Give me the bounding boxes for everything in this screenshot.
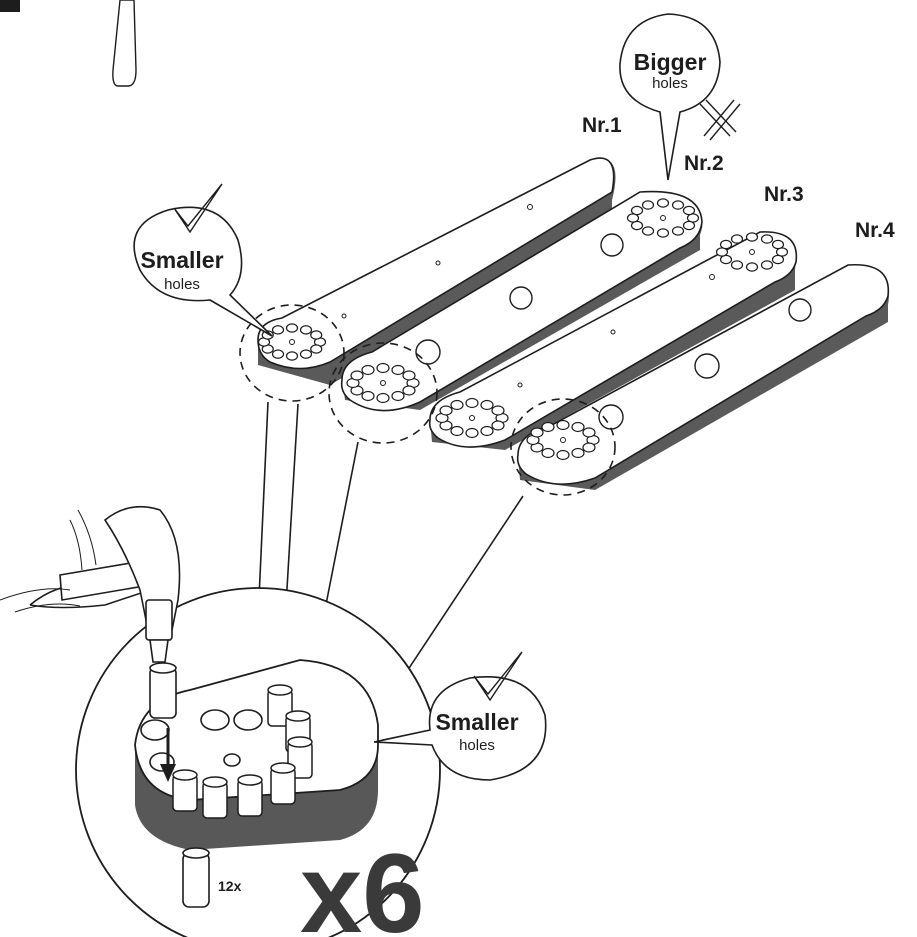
smaller-holes-bubble-bottom: Smaller holes xyxy=(373,676,547,781)
hole xyxy=(582,427,596,438)
hole xyxy=(571,421,585,433)
hole xyxy=(310,344,323,354)
hole xyxy=(299,325,313,335)
svg-text:Smaller: Smaller xyxy=(435,709,518,735)
hammer-icon xyxy=(29,505,181,663)
hole xyxy=(376,362,390,374)
hole xyxy=(719,239,733,250)
hole xyxy=(745,232,759,242)
hole xyxy=(641,200,655,210)
hole xyxy=(465,427,479,439)
check-mark-icon xyxy=(473,651,523,702)
hole xyxy=(541,447,555,459)
hole xyxy=(491,420,505,431)
board-label-nr2: Nr.2 xyxy=(684,152,724,175)
center-hole xyxy=(660,215,666,221)
quantity-label: 12x xyxy=(218,878,242,894)
hole xyxy=(450,399,464,411)
highlight-circles xyxy=(239,304,616,496)
svg-text:Bigger: Bigger xyxy=(634,49,707,75)
hole xyxy=(671,200,685,210)
hole xyxy=(630,205,644,216)
hole xyxy=(402,370,416,381)
dowel-top xyxy=(287,736,313,748)
hole xyxy=(310,330,323,340)
center-hole xyxy=(749,249,755,255)
dowel-top xyxy=(172,769,198,781)
hole xyxy=(641,226,655,236)
hole-rings xyxy=(257,198,789,461)
smaller-holes-bubble-top: Smaller holes xyxy=(133,206,273,337)
dowel-top xyxy=(267,684,293,696)
hole xyxy=(760,260,774,270)
dowel-pin-icon xyxy=(182,847,210,908)
hole xyxy=(491,405,505,416)
svg-text:holes: holes xyxy=(164,276,200,293)
board-label-nr1: Nr.1 xyxy=(582,114,622,137)
board-label-nr4: Nr.4 xyxy=(855,219,895,242)
dowel-top xyxy=(202,776,228,788)
hole xyxy=(361,390,375,402)
center-hole xyxy=(560,437,566,443)
hole xyxy=(465,397,479,409)
hole xyxy=(656,198,670,208)
hole xyxy=(771,254,785,265)
hole xyxy=(391,364,405,376)
hole xyxy=(402,385,416,396)
hand-sketch-lines xyxy=(0,509,97,613)
check-mark-icon xyxy=(173,183,223,234)
dowel-pins xyxy=(172,684,313,819)
hole xyxy=(391,390,405,402)
hole xyxy=(571,447,585,459)
hole xyxy=(556,449,570,461)
multiplier-label: x6 xyxy=(300,831,425,937)
hole xyxy=(271,349,285,359)
hole xyxy=(285,351,299,361)
hole xyxy=(682,220,696,231)
bigger-holes-bubble: Bigger holes xyxy=(619,13,721,181)
svg-text:Smaller: Smaller xyxy=(140,247,223,273)
board-nr2 xyxy=(340,190,703,412)
cross-mark-icon xyxy=(699,99,741,141)
hole xyxy=(730,260,744,270)
hole xyxy=(361,364,375,376)
hole xyxy=(350,370,364,381)
hole xyxy=(745,262,759,272)
dowel-being-inserted xyxy=(149,662,177,719)
hole xyxy=(271,325,285,335)
board-nr1 xyxy=(257,157,616,385)
board-label-nr3: Nr.3 xyxy=(764,183,804,206)
hole xyxy=(530,427,544,438)
center-hole xyxy=(469,415,475,421)
hole xyxy=(656,228,670,238)
step-number-fragment xyxy=(0,0,20,12)
center-hole xyxy=(380,380,386,386)
svg-text:holes: holes xyxy=(652,75,688,92)
hole xyxy=(285,323,299,333)
hole xyxy=(299,349,313,359)
hole xyxy=(450,425,464,437)
center-hole xyxy=(289,339,295,345)
hole xyxy=(682,205,696,216)
hole xyxy=(541,421,555,433)
hole xyxy=(671,226,685,236)
hole xyxy=(771,239,785,250)
zoom-detail xyxy=(75,587,441,937)
tool-handle-icon xyxy=(112,0,137,87)
dowel-top xyxy=(270,762,296,774)
hole xyxy=(376,392,390,404)
dowel-top xyxy=(237,774,263,786)
dowel-top xyxy=(285,710,311,722)
hole xyxy=(760,234,774,244)
svg-text:holes: holes xyxy=(459,737,495,754)
hole xyxy=(556,419,570,431)
hole xyxy=(582,442,596,453)
hole xyxy=(480,425,494,437)
hole xyxy=(730,234,744,244)
hole xyxy=(480,399,494,411)
board-nr3 xyxy=(428,231,798,450)
hole xyxy=(439,405,453,416)
